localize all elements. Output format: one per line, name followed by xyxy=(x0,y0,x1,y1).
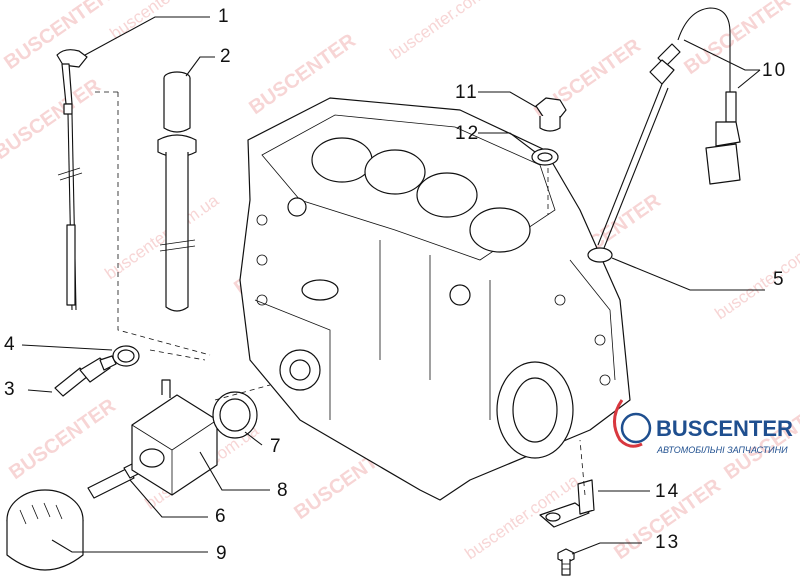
watermark-domain: buscenter.com.ua xyxy=(106,0,227,43)
callout-7: 7 xyxy=(270,436,283,457)
buscenter-logo: BUSCENTER АВТОМОБІЛЬНІ ЗАПЧАСТИНИ xyxy=(613,399,793,455)
leader-lines xyxy=(21,16,765,555)
logo-mark-icon xyxy=(613,399,643,448)
watermark-domain: buscenter.com.ua xyxy=(101,190,222,283)
logo-name: BUSCENTER xyxy=(656,416,793,441)
part-mounting-bracket xyxy=(539,479,595,528)
watermark-domain: buscenter.com.ua xyxy=(711,230,800,323)
watermark-brand: BUSCENTER xyxy=(0,0,115,74)
part-drain-plug xyxy=(535,97,567,132)
logo-tagline: АВТОМОБІЛЬНІ ЗАПЧАСТИНИ xyxy=(656,445,788,455)
callout-6: 6 xyxy=(215,506,228,527)
callout-1: 1 xyxy=(218,6,231,27)
callout-10: 10 xyxy=(762,60,787,81)
part-oil-cooler xyxy=(131,379,218,496)
part-bolt xyxy=(557,548,575,576)
part-sensor-seal-ring xyxy=(112,345,140,367)
callout-14: 14 xyxy=(655,481,680,502)
callout-13: 13 xyxy=(655,532,680,553)
part-cooler-seal-ring xyxy=(212,391,258,439)
callout-12: 12 xyxy=(455,123,480,144)
part-dipstick-tube xyxy=(157,71,197,312)
callout-9: 9 xyxy=(216,543,229,564)
callout-labels: 1 2 3 4 5 6 7 8 9 10 11 12 13 14 xyxy=(4,6,787,564)
part-washer-5 xyxy=(587,247,613,263)
callout-11: 11 xyxy=(455,82,479,103)
part-sensor-cable xyxy=(597,7,741,249)
part-engine-block xyxy=(239,97,631,501)
part-dipstick xyxy=(56,49,88,311)
callout-4: 4 xyxy=(4,334,17,355)
watermark-brand: BUSCENTER xyxy=(5,394,120,484)
part-plug-washer xyxy=(531,148,559,166)
part-oil-filter xyxy=(6,489,84,571)
callout-2: 2 xyxy=(220,46,233,67)
assembly-guides xyxy=(95,91,586,496)
watermark-domain: buscenter.com.ua xyxy=(386,0,507,63)
callout-8: 8 xyxy=(277,480,290,501)
watermark-brand: BUSCENTER xyxy=(0,74,105,164)
callout-3: 3 xyxy=(4,379,17,400)
callout-5: 5 xyxy=(773,269,786,290)
part-oil-pressure-sensor xyxy=(54,355,117,397)
